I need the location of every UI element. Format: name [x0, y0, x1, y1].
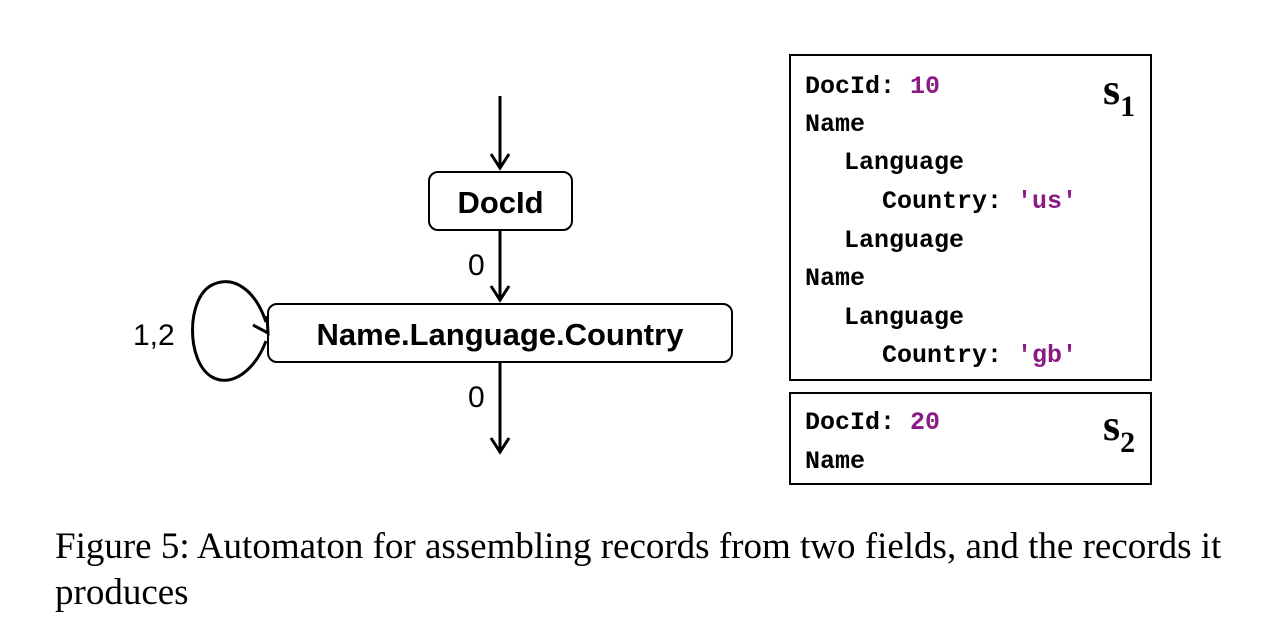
record-line: DocId: 10	[805, 72, 941, 101]
record-s2-id: s2	[1103, 401, 1136, 459]
record-line: Country: 'gb'	[882, 341, 1078, 370]
record-s1-id: s1	[1103, 65, 1136, 123]
record-s2: s2 DocId: 20 Name	[789, 392, 1152, 485]
edge-label-1-2: 1,2	[133, 319, 175, 352]
figure-caption: Figure 5: Automaton for assembling recor…	[55, 526, 1222, 613]
record-line: Name	[805, 110, 866, 139]
edge-label-0-top: 0	[468, 249, 485, 282]
self-loop-edge	[191, 280, 268, 382]
entry-arrowhead	[489, 153, 511, 171]
exit-arrowhead	[489, 437, 511, 455]
name-language-country-node-label: Name.Language.Country	[317, 317, 685, 352]
record-line: Language	[844, 303, 965, 332]
record-line: Name	[805, 447, 866, 476]
docid-node-label: DocId	[457, 185, 543, 220]
record-s1: s1 DocId: 10 Name Language Country: 'us'…	[789, 54, 1152, 381]
record-line: Language	[844, 226, 965, 255]
self-loop-arrowhead	[252, 315, 270, 336]
edge-docid-to-country-arrowhead	[489, 285, 511, 303]
record-line: DocId: 20	[805, 408, 941, 437]
record-line: Country: 'us'	[882, 187, 1078, 216]
edge-label-0-bottom: 0	[468, 381, 485, 414]
record-line: Language	[844, 148, 965, 177]
record-line: Name	[805, 264, 866, 293]
